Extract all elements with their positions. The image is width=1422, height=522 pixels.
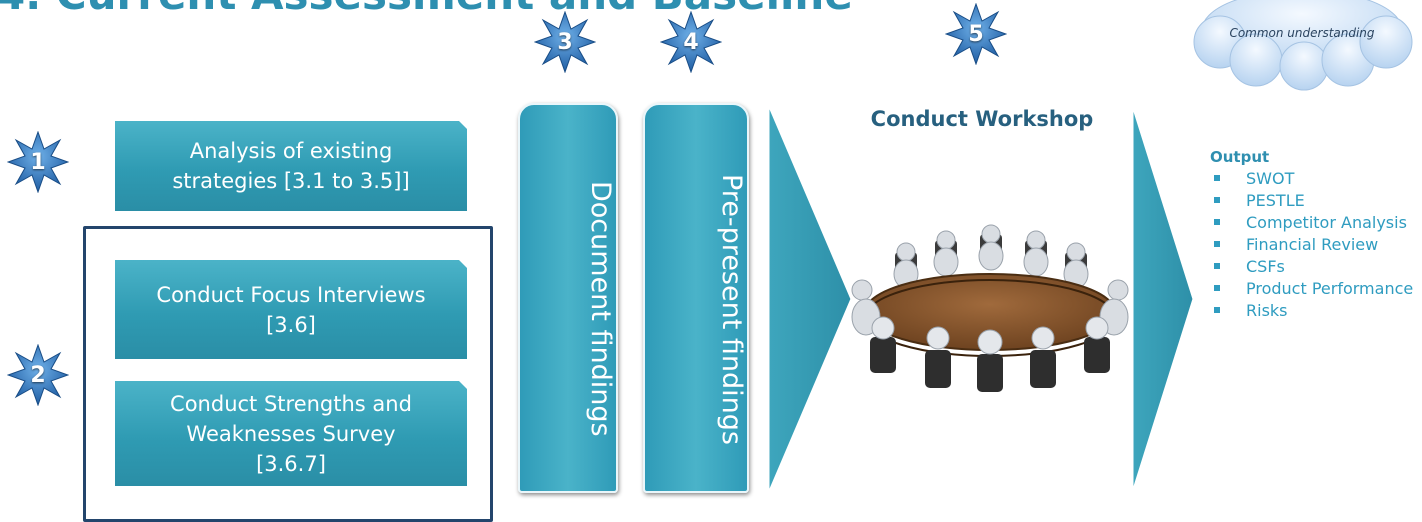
output-item: Product Performance [1210, 278, 1420, 300]
star-icon [7, 344, 69, 406]
step-badge-4: 4 [660, 11, 722, 73]
step-badge-5: 5 [945, 3, 1007, 65]
bullet-icon [1214, 197, 1220, 203]
star-icon [945, 3, 1007, 65]
star-icon [660, 11, 722, 73]
prepresent-findings-bar: Pre-present findings [643, 103, 749, 493]
output-list: SWOT PESTLE Competitor Analysis Financia… [1210, 168, 1420, 322]
bullet-icon [1214, 285, 1220, 291]
interviews-label: Conduct Focus Interviews [3.6] [156, 282, 426, 337]
document-findings-label: Document findings [585, 181, 616, 437]
analysis-label: Analysis of existing strategies [3.1 to … [172, 139, 410, 193]
workshop-title: Conduct Workshop [870, 107, 1094, 131]
output-item: Financial Review [1210, 234, 1420, 256]
step-number: 3 [557, 29, 573, 55]
step-badge-1: 1 [7, 131, 69, 193]
survey-label: Conduct Strengths and Weaknesses Survey … [170, 391, 412, 476]
step-number: 4 [683, 29, 699, 55]
step-badge-3: 3 [534, 11, 596, 73]
analysis-box: Analysis of existing strategies [3.1 to … [112, 118, 470, 214]
slide-title: 4. Current Assessment and Baseline [0, 0, 853, 19]
bullet-icon [1214, 263, 1220, 269]
bullet-icon [1214, 307, 1220, 313]
output-item: Risks [1210, 300, 1420, 322]
output-heading: Output [1210, 148, 1270, 166]
document-findings-bar: Document findings [518, 103, 618, 493]
step-number: 5 [968, 21, 984, 47]
star-icon [7, 131, 69, 193]
prepresent-findings-label: Pre-present findings [716, 173, 747, 445]
output-item: SWOT [1210, 168, 1420, 190]
bullet-icon [1214, 219, 1220, 225]
cloud-text: Common understanding [1229, 26, 1375, 40]
interviews-box: Conduct Focus Interviews [3.6] [112, 257, 470, 362]
cloud-callout [1193, 0, 1413, 91]
bullet-icon [1214, 175, 1220, 181]
output-panel: Output SWOT PESTLE Competitor Analysis F… [1210, 148, 1420, 322]
star-icon [534, 11, 596, 73]
step-number: 2 [30, 362, 46, 388]
meeting-table-illustration [851, 224, 1129, 392]
output-item: PESTLE [1210, 190, 1420, 212]
chevron-arrow-2 [1130, 101, 1196, 497]
step-number: 1 [30, 149, 46, 175]
bullet-icon [1214, 241, 1220, 247]
chevron-arrow-1 [766, 101, 854, 497]
output-item: CSFs [1210, 256, 1420, 278]
step-badge-2: 2 [7, 344, 69, 406]
output-item: Competitor Analysis [1210, 212, 1420, 234]
survey-box: Conduct Strengths and Weaknesses Survey … [112, 378, 470, 489]
